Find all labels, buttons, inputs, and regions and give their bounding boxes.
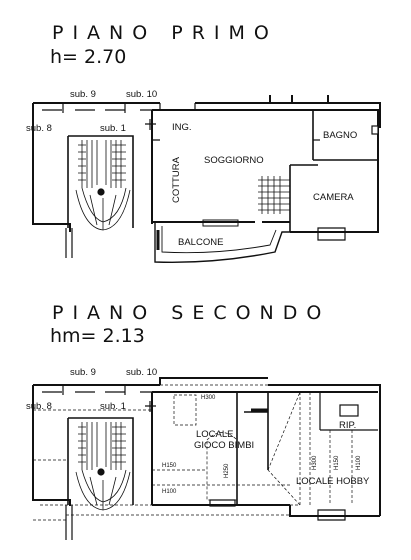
label-h150-a: H150 [162, 463, 177, 469]
label-sub10-secondo: sub. 10 [126, 367, 157, 378]
floor-height-secondo: hm= 2.13 [50, 325, 145, 347]
label-h300-a: H300 [201, 395, 216, 401]
floor-title-primo: PIANO PRIMO [52, 22, 278, 44]
label-sub1-primo: sub. 1 [100, 123, 126, 134]
label-h100-b: H100 [356, 455, 362, 470]
label-camera: CAMERA [313, 192, 354, 203]
floor-plan-primo [32, 95, 381, 263]
label-soggiorno: SOGGIORNO [204, 155, 264, 166]
label-ing: ING. [172, 122, 192, 133]
label-sub9-primo: sub. 9 [70, 89, 96, 100]
label-locale-gioco-1: LOCALE [196, 429, 234, 440]
label-rip: RIP. [339, 420, 356, 431]
label-h150-b: H150 [334, 455, 340, 470]
label-h300-b: H300 [312, 455, 318, 470]
floor-plan-secondo [32, 377, 381, 540]
label-sub10-primo: sub. 10 [126, 89, 157, 100]
label-bagno: BAGNO [323, 130, 357, 141]
label-h100-a: H100 [162, 489, 177, 495]
label-locale-gioco-2: GIOCO BIMBI [194, 440, 254, 451]
labels-primo: sub. 9 sub. 10 sub. 8 sub. 1 ING. BAGNO … [26, 89, 357, 248]
floor-title-secondo: PIANO SECONDO [52, 302, 331, 324]
label-balcone: BALCONE [178, 237, 223, 248]
label-sub1-secondo: sub. 1 [100, 401, 126, 412]
label-locale-hobby: LOCALE HOBBY [296, 476, 370, 487]
label-cottura: COTTURA [171, 156, 182, 203]
label-sub8-secondo: sub. 8 [26, 401, 52, 412]
labels-secondo: sub. 9 sub. 10 sub. 8 sub. 1 LOCALE GIOC… [26, 367, 370, 495]
label-sub9-secondo: sub. 9 [70, 367, 96, 378]
floor-height-primo: h= 2.70 [50, 46, 127, 68]
label-sub8-primo: sub. 8 [26, 123, 52, 134]
label-h250: H250 [224, 463, 230, 478]
